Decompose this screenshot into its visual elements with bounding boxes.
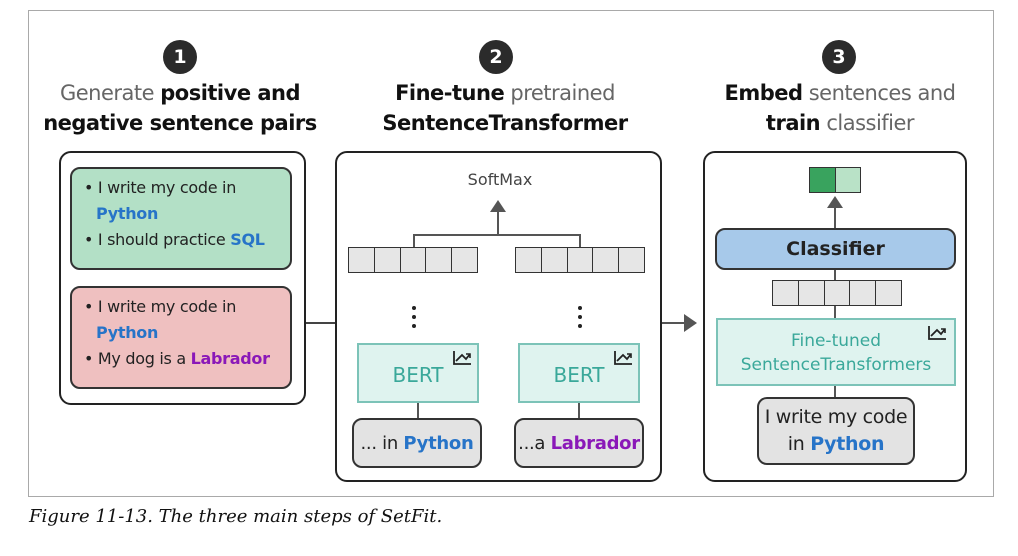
keyword-python: Python (96, 204, 159, 223)
keyword-labrador: Labrador (190, 349, 270, 368)
arrow-shaft (497, 210, 499, 236)
input-sentence: I write my code in Python (757, 397, 915, 465)
heading-text: pretrained (504, 81, 615, 105)
pair-sentence: • I should practice (84, 230, 231, 249)
heading-bold: Fine-tune (395, 81, 505, 105)
step-1-heading: Generate positive and negative sentence … (40, 78, 320, 138)
input-text: ...a (518, 432, 551, 454)
figure-caption: Figure 11-13. The three main steps of Se… (29, 506, 443, 527)
connector-line (662, 322, 686, 324)
heading-text: and (250, 81, 301, 105)
output-probabilities (809, 167, 861, 193)
heading-text: sentences and (802, 81, 956, 105)
keyword-labrador: Labrador (550, 432, 641, 454)
pair-sentence: • I write my code in (84, 178, 237, 197)
arrow-right-icon (684, 314, 697, 332)
bert-model-right: BERT (518, 343, 640, 403)
input-sentence-left: ... in Python (352, 418, 482, 468)
model-label: Fine-tuned (790, 331, 882, 351)
positive-pair-box: • I write my code in Python • I should p… (70, 167, 292, 270)
step-1-badge: 1 (163, 40, 197, 74)
connector-line (834, 270, 836, 280)
heading-bold: Embed (724, 81, 804, 105)
embedding-vector-right (515, 247, 645, 273)
pair-sentence: • I write my code in (84, 297, 237, 316)
negative-word: negative (43, 111, 143, 135)
embedding-vector-left (348, 247, 478, 273)
output-cell-low (835, 168, 860, 192)
heading-bold: SentenceTransformer (382, 111, 628, 135)
heading-text: Generate (59, 81, 161, 105)
fine-tuned-model-box: Fine-tuned SentenceTransformers (716, 318, 956, 386)
positive-word: positive (160, 81, 251, 105)
connector-line (413, 234, 415, 248)
input-text: in (787, 433, 811, 455)
step-3-badge: 3 (822, 40, 856, 74)
step-3-heading: Embed sentences and train classifier (700, 78, 980, 138)
keyword-sql: SQL (230, 230, 265, 249)
connector-line (417, 403, 419, 419)
sentence-embedding-vector (772, 280, 902, 306)
merge-line (413, 234, 581, 236)
negative-pair-box: • I write my code in Python • My dog is … (70, 286, 292, 389)
classifier-label: Classifier (786, 238, 885, 260)
input-text: ... in (360, 432, 404, 454)
step-2-heading: Fine-tune pretrained SentenceTransformer (360, 78, 650, 138)
heading-bold: train (765, 111, 821, 135)
model-label: BERT (392, 363, 444, 387)
step-2-badge: 2 (479, 40, 513, 74)
input-text: I write my code (764, 406, 908, 428)
connector-line (834, 386, 836, 398)
keyword-python: Python (810, 433, 885, 455)
keyword-python: Python (96, 323, 159, 342)
ellipsis-dots (412, 306, 416, 333)
heading-text: sentence pairs (142, 111, 318, 135)
connector-line (579, 234, 581, 248)
softmax-label: SoftMax (467, 170, 533, 189)
arrow-up-icon (490, 200, 506, 212)
model-label: SentenceTransformers (740, 355, 932, 375)
arrow-shaft (834, 205, 836, 229)
ellipsis-dots (578, 306, 582, 333)
arrow-up-icon (827, 196, 843, 208)
output-cell-high (810, 168, 836, 192)
input-sentence-right: ...a Labrador (514, 418, 644, 468)
classifier-box: Classifier (715, 228, 956, 270)
model-label: BERT (553, 363, 605, 387)
connector-line (834, 306, 836, 318)
trainable-weights-icon (453, 351, 471, 365)
trainable-weights-icon (928, 326, 946, 340)
bert-model-left: BERT (357, 343, 479, 403)
pair-sentence: • My dog is a (84, 349, 191, 368)
heading-text: classifier (820, 111, 915, 135)
keyword-python: Python (403, 432, 474, 454)
trainable-weights-icon (614, 351, 632, 365)
connector-line (578, 403, 580, 419)
connector-line (306, 322, 336, 324)
figure-frame (28, 10, 994, 497)
